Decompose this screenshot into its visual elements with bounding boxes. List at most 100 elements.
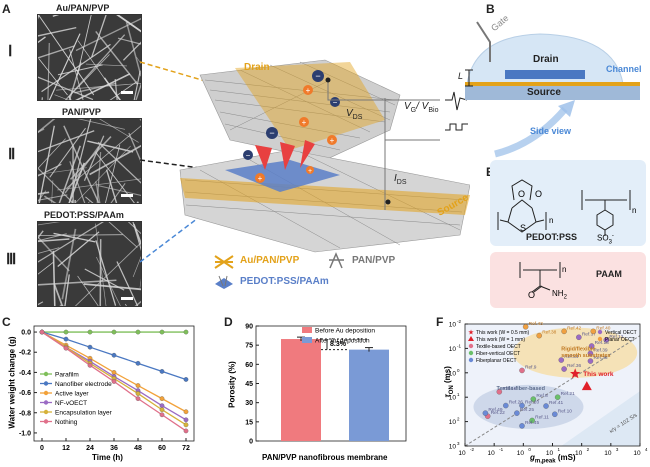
data-point [159, 403, 165, 409]
svg-text:−: − [315, 71, 320, 81]
legend-swatch [302, 327, 312, 333]
ref-point [554, 394, 561, 400]
nanofiber [99, 119, 139, 143]
y-tick-exponent: 0 [457, 368, 460, 373]
nanofiber [38, 138, 66, 169]
ref-point [536, 332, 542, 339]
ref-point-label: Ref.36 [567, 363, 581, 369]
ref-point [514, 410, 520, 416]
nanofiber [38, 163, 62, 177]
ref-point-label: Ref.22 [491, 410, 505, 416]
nanofiber [41, 43, 111, 93]
data-point [159, 407, 165, 413]
svg-text:−: − [333, 98, 338, 107]
ref-point-label: Ref.34 [564, 354, 578, 360]
ref-point [576, 334, 582, 341]
y-tick-exponent: -2 [457, 319, 461, 324]
data-point [135, 391, 141, 396]
nanofiber [38, 222, 104, 263]
y-tick-label: -0.4 [19, 370, 31, 377]
data-point [87, 329, 93, 335]
source-side-label: Source [527, 87, 561, 98]
so3-label: SO3- [597, 233, 614, 246]
data-point [159, 329, 165, 335]
top-mat-fibers [204, 61, 396, 151]
roman-2: Ⅱ [8, 147, 16, 163]
au-pan-pvp-legend-icon [214, 255, 234, 269]
x-tick-exponent: 0 [528, 447, 531, 452]
ion-arrow [280, 142, 295, 170]
nanofiber [38, 15, 95, 96]
nanofiber [64, 34, 126, 100]
this-work-star [570, 368, 581, 379]
ref-point [543, 403, 549, 409]
scale-bar [121, 91, 133, 94]
drain-side-label: Drain [533, 54, 559, 65]
legend-label: Nanofiber electrode [55, 381, 112, 388]
oxygen-left: O [518, 189, 526, 199]
ref-point-label: Ref.20 [525, 400, 539, 406]
x-tick-label: 72 [182, 445, 190, 452]
data-point [135, 396, 141, 401]
n-subscript-2: n [632, 206, 637, 215]
nanofiber [57, 231, 100, 267]
paam-n: n [562, 265, 567, 274]
ref-point [482, 410, 489, 416]
x-tick-exponent: 1 [558, 447, 561, 452]
legend-marker [468, 343, 474, 349]
ref-point [603, 337, 610, 343]
ref-point [552, 411, 558, 418]
ref-point-label: Ref.25 [520, 407, 534, 413]
vg-vbio-label: VG/ VBio [404, 101, 439, 114]
nanofiber [132, 223, 141, 246]
nanofiber [83, 283, 141, 291]
panel-label-a: A [2, 2, 11, 16]
slope-line [464, 335, 641, 447]
legend-marker [468, 336, 474, 341]
ref-point-label: Ref.26 [509, 400, 523, 406]
ref-point-label: Ref.11 [535, 414, 549, 420]
ref-point-label: Ref.21 [561, 391, 575, 397]
nanofiber [51, 180, 54, 203]
legend-marker [468, 350, 474, 356]
ref-point [558, 357, 565, 363]
chart-c-xlabel: Time (h) [92, 453, 123, 462]
x-tick-label: 10 [604, 450, 612, 457]
legend-label: Parafilm [55, 372, 79, 379]
ref-point [530, 396, 537, 402]
nanofiber [128, 132, 141, 164]
legend-marker [43, 419, 49, 424]
legend-marker [597, 336, 603, 342]
n-subscript-1: n [549, 216, 554, 225]
legend-marker [43, 400, 49, 405]
nanofiber [49, 127, 86, 178]
x-tick-exponent: 2 [587, 447, 590, 452]
panel-label-b: B [486, 2, 495, 16]
y-tick-label: 10 [449, 395, 457, 402]
legend-label: Encapsulation layer [55, 410, 113, 417]
data-point [183, 422, 189, 428]
oxygen-right: O [535, 189, 543, 199]
ref-point-label: Ref.15 [502, 386, 516, 392]
this-work-triangle [581, 381, 592, 391]
nanofiber [96, 152, 102, 203]
ref-point [503, 402, 509, 409]
nanofiber [74, 242, 141, 306]
nanofiber [125, 21, 141, 77]
ref-point [587, 358, 594, 364]
ref-point-label: Ref.49 [488, 407, 502, 413]
diff-annotation: 8.3% [330, 341, 347, 348]
nanofiber [68, 119, 92, 203]
legend-label: NF-vOECT [55, 400, 87, 407]
data-point [159, 369, 165, 374]
bar [281, 339, 321, 441]
legend-pedot-pss-paam: PEDOT:PSS/PAAm [240, 276, 329, 287]
x-tick-label: 10 [517, 450, 525, 457]
x-tick-exponent: -2 [470, 447, 474, 452]
sulfur-label: S [520, 223, 527, 233]
y-tick-label: 10 [449, 346, 457, 353]
ref-point-label: Ref.41 [549, 400, 563, 406]
x-tick-label: 10 [546, 450, 554, 457]
